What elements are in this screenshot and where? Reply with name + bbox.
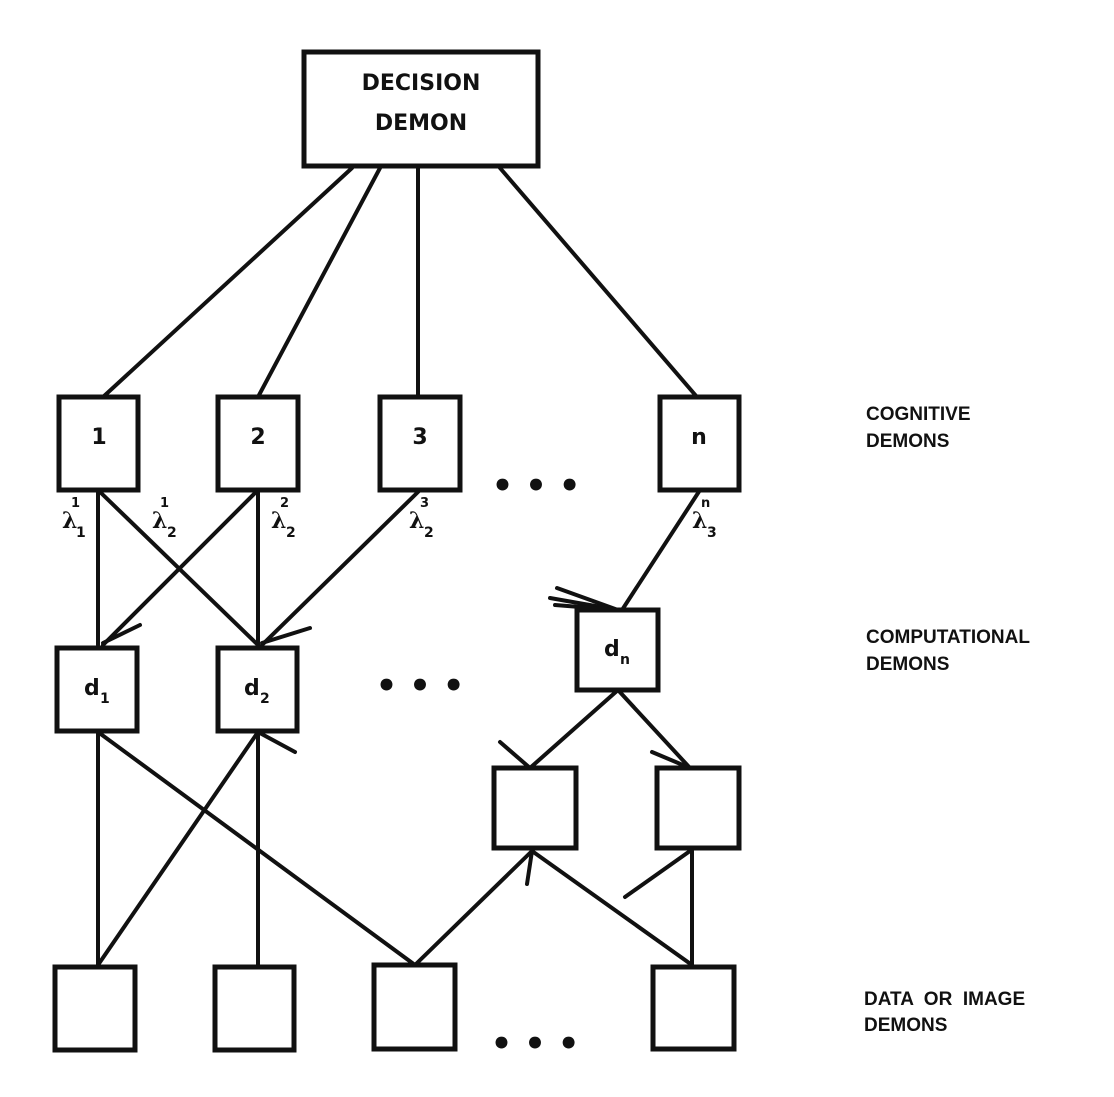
cognitive-demon: 1 [56,394,141,493]
edges-computational-to-data [96,730,694,967]
computational-demon-label: d [604,637,620,662]
weight-subscript: 2 [167,525,177,541]
cognitive-demon-label: n [691,425,707,450]
data-demons: • • • [52,962,737,1064]
weight-subscript: 1 [76,525,86,541]
weight-superscript: n [701,496,710,511]
cognitive-demons: 1 2 3 n • • • [56,394,742,506]
edge [256,166,382,399]
weight-label: λ 1 2 [152,496,177,541]
computational-demon-box [215,645,300,734]
edge [96,730,260,967]
stub [260,626,312,645]
computational-demons: d 1 d 2 d n • • • [54,607,742,851]
layer-label-computational-line1: COMPUTATIONAL [866,627,1030,648]
cognitive-demon-box [56,394,141,493]
cognitive-ellipsis: • • • [492,466,581,506]
cognitive-demon-label: 1 [91,425,106,450]
weight-label: λ 3 2 [409,496,434,541]
weight-label: λ n 3 [692,496,717,541]
cognitive-demon: n [657,394,742,493]
edges-computational-internal [528,688,692,770]
computational-demon-subscript: 2 [260,691,270,707]
stub [256,730,297,754]
weights: λ 1 1 λ 1 2 λ 2 2 λ 3 2 λ n 3 [62,496,717,541]
weight-superscript: 2 [280,496,289,511]
weight-symbol: λ [271,508,286,534]
weight-subscript: 3 [707,525,717,541]
weight-label: λ 2 2 [271,496,296,541]
data-ellipsis: • • • [491,1024,580,1064]
stub [525,849,534,886]
computational-demon-label: d [84,676,100,701]
edge [260,488,422,647]
computational-demon-subscript: n [620,652,630,668]
computational-demon-box [574,607,661,693]
cognitive-demon-label: 3 [412,425,427,450]
edge [528,688,620,770]
layer-label-cognitive-line1: COGNITIVE [866,404,971,425]
weight-superscript: 3 [420,496,429,511]
weight-subscript: 2 [286,525,296,541]
computational-ellipsis: • • • [376,666,465,706]
computational-demon-subscript: 1 [100,691,110,707]
computational-demon: d n [574,607,661,693]
cognitive-demon-label: 2 [250,425,265,450]
cognitive-demon: 2 [215,394,301,493]
stub [650,750,692,770]
edge [101,488,260,647]
layer-label-data-line1: DATA OR IMAGE [864,989,1025,1010]
stub [623,849,692,899]
cognitive-demon-box [215,394,301,493]
data-demon-box [371,962,458,1052]
edge [620,488,702,612]
stub [498,740,532,770]
data-demon-box [650,964,737,1052]
decision-demon: DECISION DEMON [301,49,541,169]
weight-symbol: λ [62,508,77,534]
layer-label-computational-line2: DEMONS [866,654,949,675]
edge [498,166,699,399]
layer-label-data-line2: DEMONS [864,1015,947,1036]
edge [101,166,354,399]
data-demon-box [212,964,297,1053]
weight-subscript: 2 [424,525,434,541]
weight-superscript: 1 [160,496,169,511]
weight-superscript: 1 [71,496,80,511]
decision-demon-label-line1: DECISION [362,71,481,96]
decision-demon-box [301,49,541,169]
weight-symbol: λ [409,508,424,534]
data-demon-box [52,964,138,1053]
cognitive-demon: 3 [377,394,463,493]
intermediate-demon-box [654,765,742,851]
cognitive-demon-box [377,394,463,493]
weight-symbol: λ [692,508,707,534]
layer-labels: COGNITIVE DEMONS COMPUTATIONAL DEMONS DA… [864,404,1030,1036]
edge [413,849,534,967]
intermediate-demon-box [491,765,579,851]
edge [616,688,692,770]
edges-cognitive-to-computational [96,488,702,647]
cognitive-demon-box [657,394,742,493]
computational-demon-label: d [244,676,260,701]
computational-demon-box [54,645,140,734]
computational-demon: d 2 [215,645,300,734]
stub [101,623,142,645]
edge [530,849,694,967]
layer-label-cognitive-line2: DEMONS [866,431,949,452]
computational-demon: d 1 [54,645,140,734]
edges-decision-to-cognitive [101,166,699,399]
weight-symbol: λ [152,508,167,534]
decision-demon-label-line2: DEMON [375,111,467,136]
weight-label: λ 1 1 [62,496,86,541]
